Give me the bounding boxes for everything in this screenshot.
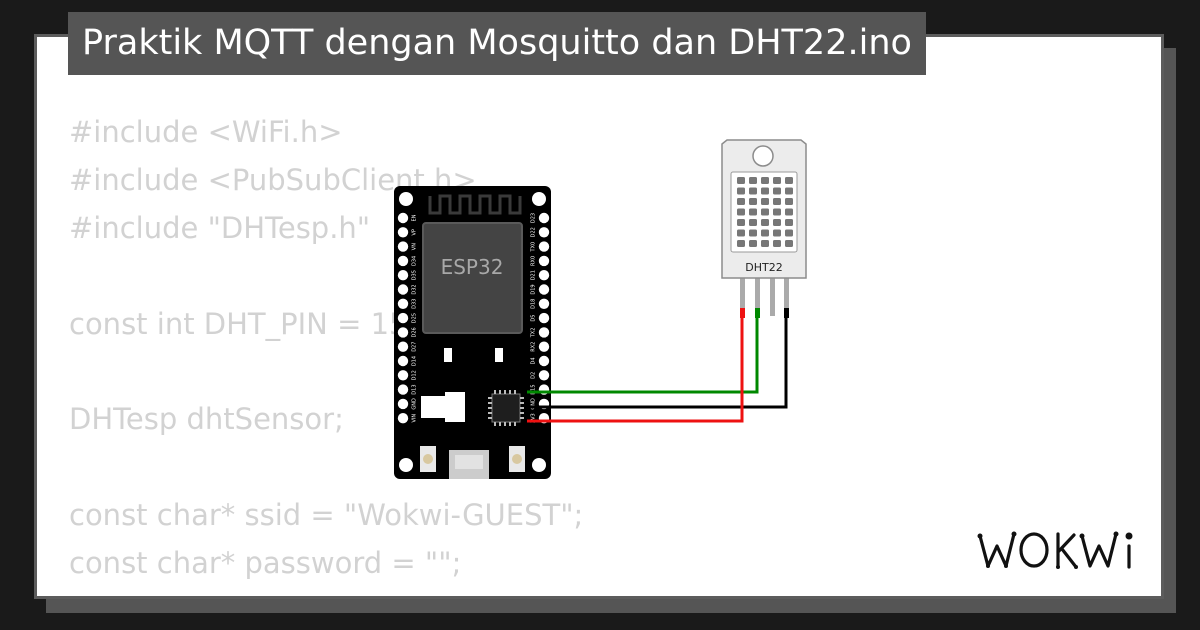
- esp32-module: [422, 222, 523, 334]
- pin-label: D22: [531, 227, 537, 237]
- header-pin-rx0[interactable]: [538, 255, 550, 267]
- header-pin-d12[interactable]: [397, 370, 409, 381]
- header-pin-d21[interactable]: [538, 270, 550, 281]
- header-pin-en[interactable]: [397, 212, 409, 224]
- pin-label: D14: [412, 356, 418, 366]
- pin-label: D15: [531, 384, 537, 394]
- header-pin-d13[interactable]: [397, 384, 409, 395]
- pin-label: VP: [412, 229, 418, 235]
- header-pin-gnd[interactable]: [397, 398, 409, 410]
- header-pin-rx2[interactable]: [538, 341, 550, 352]
- pin-label: D19: [531, 284, 537, 294]
- header-pin-d22[interactable]: [538, 227, 550, 238]
- board-label: ESP32: [441, 255, 504, 279]
- header-pin-d25[interactable]: [397, 312, 409, 324]
- header-pin-d35[interactable]: [397, 270, 409, 281]
- pin-label: D4: [531, 357, 537, 364]
- pin-label: TX2: [531, 328, 537, 339]
- code-preview: #include <WiFi.h> #include <PubSubClient.…: [69, 109, 767, 596]
- header-pin-d27[interactable]: [397, 341, 409, 352]
- pin-label: D21: [531, 270, 537, 280]
- pin-label: VIN: [412, 414, 418, 423]
- regulator: [421, 396, 445, 418]
- pin-label: D32: [412, 284, 418, 294]
- regulator-tab: [445, 392, 465, 422]
- header-pin-d14[interactable]: [397, 355, 409, 367]
- pin-label: D2: [531, 372, 537, 379]
- pin-label: RX0: [531, 256, 537, 266]
- pin-label: D12: [412, 370, 418, 380]
- pin-label: 3V3: [531, 413, 537, 423]
- pin-label: EN: [412, 214, 418, 221]
- pin-label: D26: [412, 327, 418, 337]
- header-pin-d34[interactable]: [397, 255, 409, 267]
- header-pin-d5[interactable]: [538, 312, 550, 324]
- header-pin-d26[interactable]: [397, 327, 409, 338]
- pin-label: D27: [412, 342, 418, 352]
- pin-label: D23: [531, 213, 537, 223]
- pin-label: VN: [412, 243, 418, 250]
- pin-label: GND: [412, 398, 418, 410]
- code-line: #include <PubSubClient.h>: [69, 162, 477, 197]
- pin-label: D25: [412, 313, 418, 323]
- usb-chip: [491, 393, 521, 423]
- mount-hole: [752, 145, 774, 167]
- sensor-label: DHT22: [745, 261, 782, 274]
- header-pin-d4[interactable]: [538, 355, 550, 367]
- pin-label: TX0: [531, 242, 537, 253]
- pin-label: RX2: [531, 342, 537, 352]
- preview-card: #include <WiFi.h> #include <PubSubClient.…: [34, 34, 1164, 599]
- code-line: const char* ssid = "Wokwi-GUEST";: [69, 498, 584, 533]
- code-line: const int DHT_PIN = 15;: [69, 306, 418, 341]
- code-line: const char* mqtt_server = "test.mosquitt…: [69, 588, 767, 596]
- pin-label: D35: [412, 270, 418, 280]
- wire-vcc[interactable]: [527, 315, 744, 423]
- header-pin-d23[interactable]: [538, 212, 550, 224]
- header-pin-vin[interactable]: [397, 413, 409, 424]
- wokwi-logo: [977, 531, 1133, 569]
- pin-label: D5: [531, 315, 537, 322]
- code-line: DHTesp dhtSensor;: [69, 402, 344, 437]
- wire-gnd[interactable]: [527, 315, 788, 409]
- header-pin-vn[interactable]: [397, 241, 409, 252]
- pin-label: D34: [412, 256, 418, 266]
- pad: [495, 348, 503, 362]
- header-pin-tx2[interactable]: [538, 327, 550, 338]
- pad: [444, 348, 452, 362]
- pin-label: GND: [531, 398, 537, 410]
- project-title: Praktik MQTT dengan Mosquitto dan DHT22.…: [68, 12, 926, 75]
- antenna-trace: [428, 194, 522, 215]
- left-header-pins: [397, 212, 409, 424]
- wire-data[interactable]: [527, 315, 759, 394]
- code-line: #include "DHTesp.h": [69, 210, 371, 245]
- esp32-board[interactable]: ESP32 ENVPVND34D35D32D33D25D26D27D14D12D…: [394, 186, 551, 479]
- code-line: #include <WiFi.h>: [69, 115, 343, 149]
- pin-label: D33: [412, 299, 418, 309]
- header-pin-tx0[interactable]: [538, 241, 550, 252]
- header-pin-d19[interactable]: [538, 284, 550, 295]
- pin-label: D13: [412, 384, 418, 394]
- code-line: const char* password = "";: [69, 546, 462, 581]
- header-pin-d2[interactable]: [538, 370, 550, 381]
- header-pin-d33[interactable]: [397, 298, 409, 309]
- header-pin-vp[interactable]: [397, 227, 409, 238]
- dht22-sensor[interactable]: DHT22: [721, 139, 807, 318]
- pin-label: D18: [531, 299, 537, 309]
- header-pin-d32[interactable]: [397, 284, 409, 295]
- header-pin-d18[interactable]: [538, 298, 550, 309]
